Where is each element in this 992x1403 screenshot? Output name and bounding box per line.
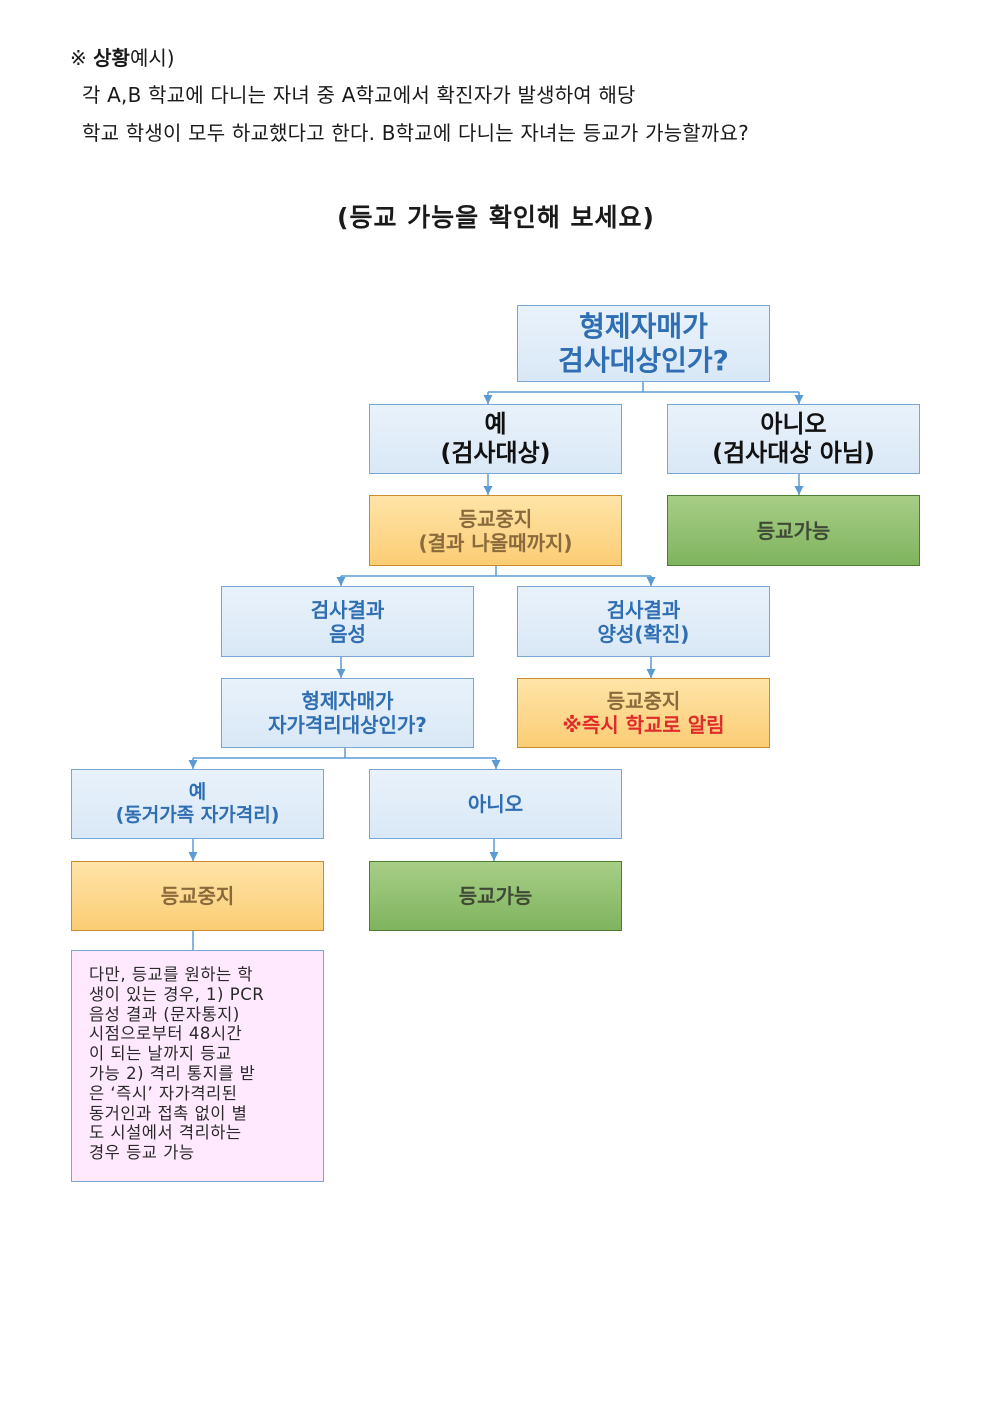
node-test-result-positive: 검사결과 양성(확진) — [517, 586, 770, 657]
note-line: 이 되는 날까지 등교 — [89, 1044, 232, 1064]
node-line: (검사대상) — [440, 439, 551, 467]
note-text: 다만, 등교를 원하는 학 생이 있는 경우, 1) PCR 음성 결과 (문자… — [72, 951, 276, 1163]
note-line: 은 ‘즉시’ 자가격리된 — [89, 1083, 238, 1103]
node-line: 양성(확진) — [597, 621, 690, 646]
note-line: 음성 결과 (문자통지) — [89, 1004, 240, 1024]
node-school-allowed-1: 등교가능 — [667, 495, 920, 566]
intro-label-bold: 상황 — [93, 46, 130, 70]
connector-q2-split — [193, 748, 496, 759]
note-line: 생이 있는 경우, 1) PCR — [89, 984, 265, 1004]
node-test-result-negative: 검사결과 음성 — [221, 586, 474, 657]
node-line: 검사결과 — [606, 597, 681, 622]
node-line: 형제자매가 — [579, 309, 708, 343]
reference-mark: ※ — [70, 46, 94, 70]
node-line: 자가격리대상인가? — [268, 713, 427, 737]
connector-q1-split — [488, 382, 799, 393]
page-title: (등교 가능을 확인해 보세요) — [337, 203, 655, 232]
intro-heading: ※ 상황예시) — [70, 40, 950, 76]
node-exception-note: 다만, 등교를 원하는 학 생이 있는 경우, 1) PCR 음성 결과 (문자… — [71, 950, 324, 1182]
node-line: (결과 나올때까지) — [418, 530, 573, 555]
node-line: 검사결과 — [310, 597, 385, 622]
connector-stop1-split — [341, 566, 651, 577]
node-school-suspended-2: 등교중지 — [71, 861, 324, 931]
node-school-suspended-notify: 등교중지 ※즉시 학교로 알림 — [517, 678, 770, 748]
node-line: 등교가능 — [756, 518, 831, 543]
intro-label-rest: 예시) — [129, 46, 175, 70]
note-line: 동거인과 접촉 없이 별 — [89, 1103, 248, 1123]
note-line: 경우 등교 가능 — [89, 1143, 195, 1163]
node-no-isolation: 아니오 — [369, 769, 622, 839]
node-no-not-test-target: 아니오 (검사대상 아님) — [667, 404, 920, 474]
node-line: 아니오 — [467, 792, 524, 816]
intro-line-1: 각 A,B 학교에 다니는 자녀 중 A학교에서 확진자가 발생하여 해당 — [82, 83, 636, 107]
note-line: 가능 2) 격리 통지를 받 — [89, 1063, 256, 1083]
node-line: 등교중지 — [458, 506, 533, 531]
node-line: 음성 — [329, 621, 366, 646]
note-line: 도 시설에서 격리하는 — [89, 1123, 242, 1143]
intro-line-2: 학교 학생이 모두 하교했다고 한다. B학교에 다니는 자녀는 등교가 가능할… — [82, 121, 749, 145]
node-line: 등교중지 — [606, 689, 681, 713]
note-line: 시점으로부터 48시간 — [89, 1024, 243, 1044]
intro-section: ※ 상황예시) 각 A,B 학교에 다니는 자녀 중 A학교에서 확진자가 발생… — [70, 40, 950, 152]
node-yes-household-isolation: 예 (동거가족 자가격리) — [71, 769, 324, 839]
node-line: 형제자매가 — [301, 689, 394, 713]
node-school-suspended-until-result: 등교중지 (결과 나올때까지) — [369, 495, 622, 566]
node-alert-line: ※즉시 학교로 알림 — [562, 713, 725, 737]
node-line: 등교중지 — [160, 884, 235, 908]
node-siblings-test-target-question: 형제자매가 검사대상인가? — [517, 305, 770, 382]
node-line: 검사대상인가? — [558, 343, 729, 377]
node-line: (검사대상 아님) — [712, 439, 875, 467]
node-yes-test-target: 예 (검사대상) — [369, 404, 622, 474]
node-line: 예 — [484, 410, 507, 439]
note-line: 다만, 등교를 원하는 학 — [89, 965, 254, 984]
node-siblings-self-isolation-question: 형제자매가 자가격리대상인가? — [221, 678, 474, 748]
node-line: (동거가족 자가격리) — [115, 804, 280, 826]
node-line: 예 — [188, 781, 207, 804]
node-line: 등교가능 — [458, 884, 533, 908]
node-line: 아니오 — [760, 410, 827, 439]
node-school-allowed-2: 등교가능 — [369, 861, 622, 931]
